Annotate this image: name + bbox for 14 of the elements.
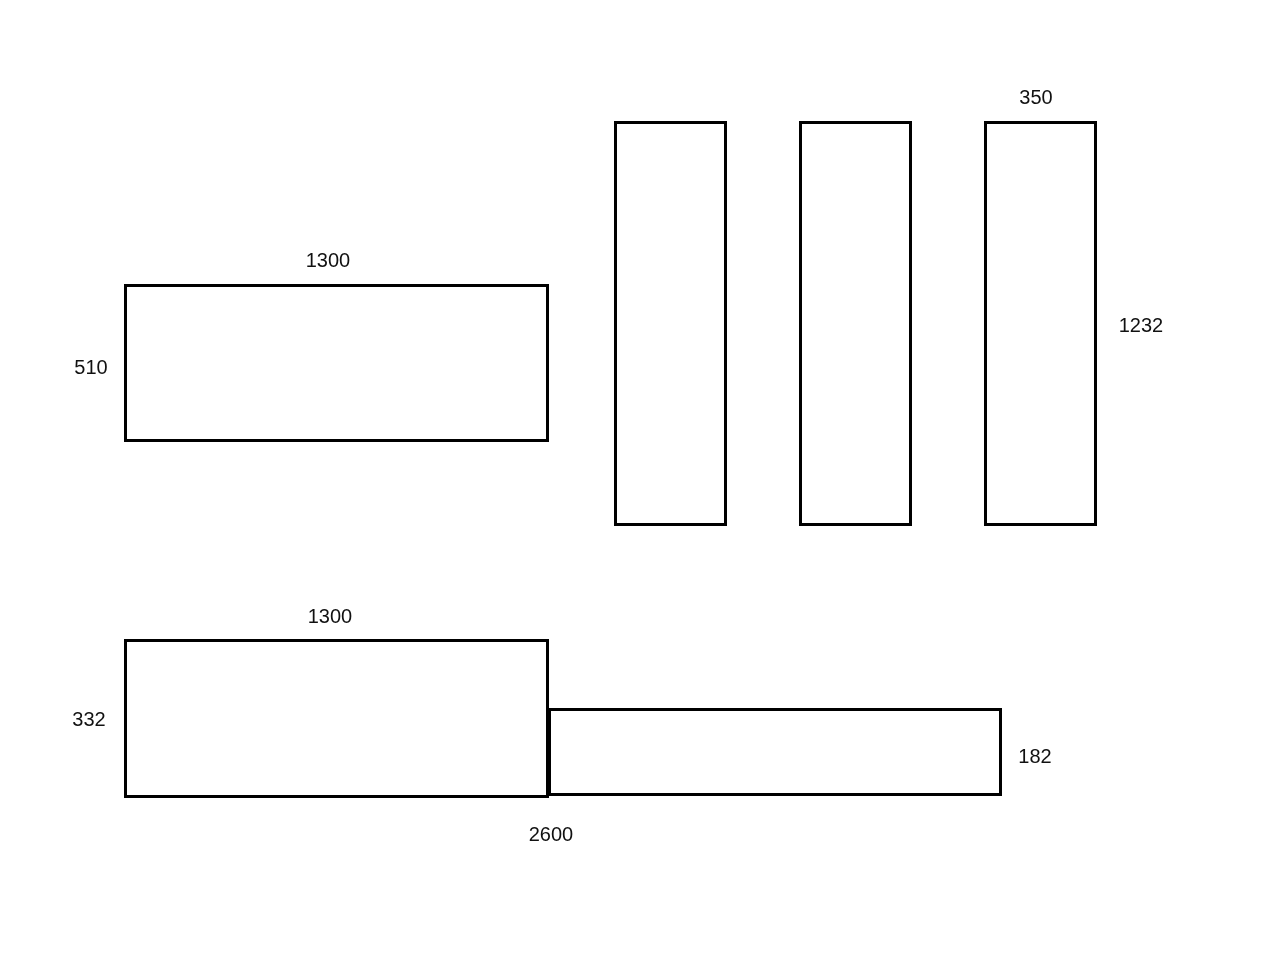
dimension-label: 1300 (307, 604, 353, 628)
rectangle-outline (124, 284, 549, 442)
dimension-label: 350 (1019, 85, 1053, 109)
dimension-label: 510 (74, 355, 108, 379)
dimension-label: 1232 (1118, 313, 1164, 337)
rectangle-outline (799, 121, 912, 526)
dimension-label: 1300 (305, 248, 351, 272)
rectangle-outline (124, 639, 549, 798)
rectangle-outline (984, 121, 1097, 526)
rectangle-outline (614, 121, 727, 526)
rectangle-outline (548, 708, 1002, 796)
dimension-label: 182 (1018, 744, 1052, 768)
dimension-label: 332 (72, 707, 106, 731)
dimension-label: 2600 (528, 822, 574, 846)
